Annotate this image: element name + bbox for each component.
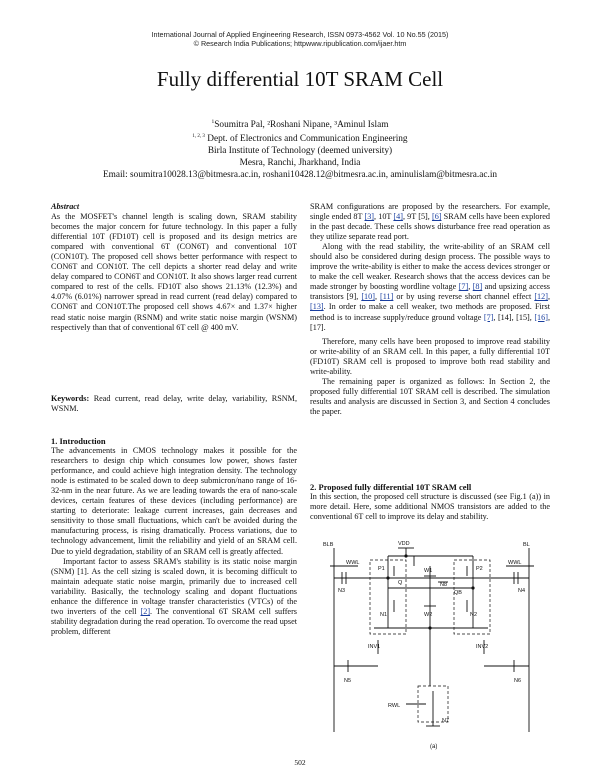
label-qb: QB: [454, 590, 462, 596]
label-n6: N6: [514, 678, 521, 684]
keywords-section: Keywords: Read current, read delay, writ…: [51, 394, 297, 414]
label-rwl: RWL: [388, 703, 400, 709]
label-inv2: INV2: [476, 644, 488, 650]
citation-link[interactable]: [12]: [534, 292, 548, 302]
journal-header: International Journal of Applied Enginee…: [0, 30, 600, 48]
intro-paragraph-1: The advancements in CMOS technology make…: [51, 446, 297, 556]
author-names: 1Soumitra Pal, ²Roshani Nipane, ³Aminul …: [211, 119, 389, 131]
affiliation-institute: Birla Institute of Technology (deemed un…: [207, 146, 393, 157]
keywords-label: Keywords:: [51, 394, 90, 403]
citation-link[interactable]: [6]: [431, 212, 442, 222]
affil-sup: 1, 2, 3: [192, 134, 205, 140]
citation-link[interactable]: [11]: [380, 292, 394, 302]
abstract-body: As the MOSFET's channel length is scalin…: [51, 212, 297, 332]
citation-link[interactable]: [3]: [364, 212, 375, 222]
right-paragraph-2: Along with the read stability, the write…: [310, 242, 551, 332]
section-2-body: In this section, the proposed cell struc…: [310, 492, 550, 522]
label-n3: N3: [338, 588, 345, 594]
right-paragraph-4: The remaining paper is organized as foll…: [310, 376, 550, 416]
citation-link[interactable]: [10]: [361, 292, 375, 302]
label-inv1: INV1: [368, 644, 380, 650]
label-p1: P1: [378, 566, 385, 572]
junction-dots: [386, 554, 475, 630]
label-n2: N2: [470, 612, 477, 618]
intro-heading: 1. Introduction: [51, 436, 106, 446]
label-n7: N7: [442, 718, 449, 724]
right-paragraph-1: SRAM configurations are proposed by the …: [310, 202, 550, 242]
label-q: Q: [398, 580, 403, 586]
citation-link[interactable]: [4]: [393, 212, 403, 222]
label-w2: W2: [424, 612, 432, 618]
citation-link[interactable]: [13]: [310, 302, 324, 312]
abstract-heading: Abstract: [51, 202, 80, 211]
affiliation-dept: 1, 2, 3 Dept. of Electronics and Communi…: [192, 134, 408, 145]
page-number: 502: [294, 758, 306, 767]
transistor-symbols: [330, 565, 534, 727]
publisher-line: © Research India Publications; httpwww.r…: [193, 39, 407, 48]
journal-line: International Journal of Applied Enginee…: [151, 30, 449, 39]
label-w1: W1: [424, 568, 432, 574]
label-wwl-right: WWL: [508, 560, 521, 566]
author-emails: Email: soumitra10028.13@bitmesra.ac.in, …: [102, 170, 498, 181]
label-n5: N5: [344, 678, 351, 684]
paper-title: Fully differential 10T SRAM Cell: [156, 67, 444, 91]
intro-section: 1. Introduction The advancements in CMOS…: [51, 436, 297, 637]
section-2: 2. Proposed fully differential 10T SRAM …: [310, 482, 550, 522]
author-sup: 1: [211, 119, 215, 125]
label-bl: BL: [523, 542, 530, 548]
citation-link[interactable]: [7]: [483, 312, 494, 322]
abstract-section: Abstract As the MOSFET's channel length …: [51, 202, 297, 333]
intro-paragraph-2: Important factor to assess SRAM's stabil…: [51, 556, 297, 636]
affiliation-city: Mesra, Ranchi, Jharkhand, India: [239, 158, 361, 169]
label-wwl-left: WWL: [346, 560, 359, 566]
right-paragraph-3: Therefore, many cells have been proposed…: [310, 336, 550, 376]
right-column-text: SRAM configurations are proposed by the …: [310, 202, 550, 417]
citation-link[interactable]: [7]: [458, 282, 469, 292]
author-block: 1Soumitra Pal, ²Roshani Nipane, ³Aminul …: [0, 116, 600, 181]
label-p2: P2: [476, 566, 483, 572]
citation-link[interactable]: [8]: [472, 282, 483, 292]
label-blb: BLB: [323, 542, 334, 548]
keywords-text: Read current, read delay, write delay, v…: [51, 394, 297, 414]
circuit-schematic-figure: BLB BL VDD WWL WWL N3 N4 N5 N6 N7 N8 P1 …: [323, 541, 534, 750]
label-vdd: VDD: [398, 541, 410, 547]
figure-caption: (a): [430, 744, 437, 750]
citation-link[interactable]: [16]: [534, 312, 548, 322]
label-n8: N8: [440, 582, 447, 588]
citation-link[interactable]: [2]: [140, 606, 151, 616]
section-2-heading: 2. Proposed fully differential 10T SRAM …: [310, 482, 472, 492]
label-n1: N1: [380, 612, 387, 618]
schematic-labels: BLB BL VDD WWL WWL N3 N4 N5 N6 N7 N8 P1 …: [323, 541, 530, 750]
label-n4: N4: [518, 588, 525, 594]
